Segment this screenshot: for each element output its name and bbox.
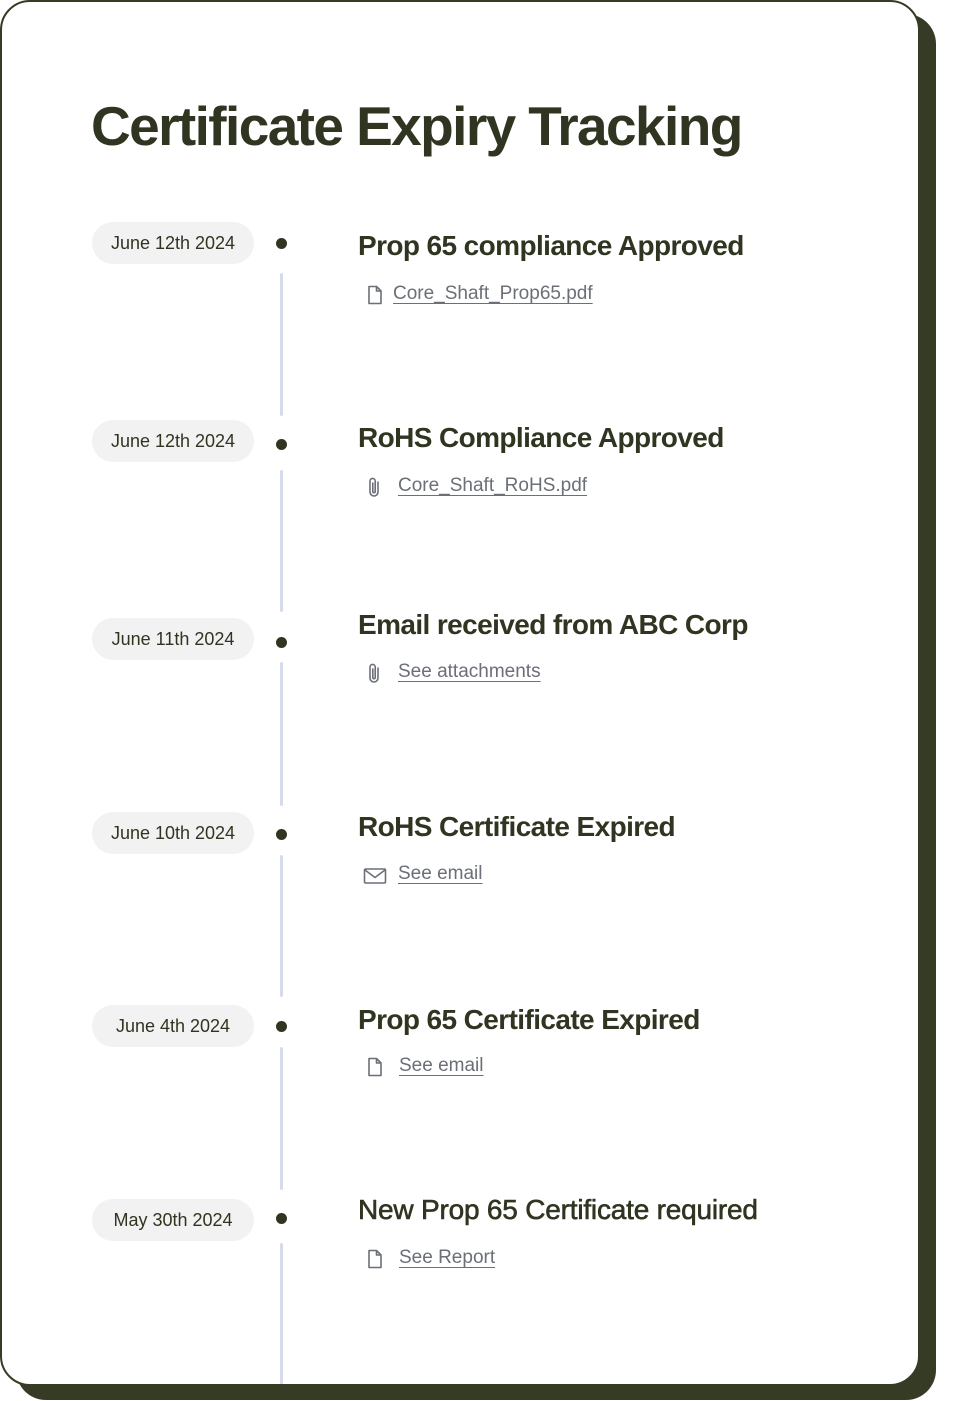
entry-title: Prop 65 Certificate Expired bbox=[358, 1004, 700, 1035]
timeline-dot bbox=[276, 637, 287, 648]
entry-title: Prop 65 compliance Approved bbox=[358, 230, 744, 261]
file-icon bbox=[362, 283, 388, 307]
date-pill: June 11th 2024 bbox=[92, 618, 254, 660]
timeline-rail bbox=[280, 1047, 283, 1190]
timeline-dot bbox=[276, 829, 287, 840]
timeline-rail bbox=[280, 855, 283, 997]
timeline-dot bbox=[276, 1021, 287, 1032]
date-pill: June 10th 2024 bbox=[92, 812, 254, 854]
date-pill: June 4th 2024 bbox=[92, 1005, 254, 1047]
attachment-link-label[interactable]: See Report bbox=[399, 1247, 496, 1268]
date-pill: May 30th 2024 bbox=[92, 1199, 254, 1241]
attachment-link-label[interactable]: Core_Shaft_RoHS.pdf bbox=[398, 475, 588, 496]
paperclip-icon bbox=[362, 661, 388, 685]
page-title: Certificate Expiry Tracking bbox=[91, 95, 743, 157]
entry-title: Email received from ABC Corp bbox=[358, 609, 748, 640]
timeline-dot bbox=[276, 238, 287, 249]
entry-title: RoHS Compliance Approved bbox=[358, 422, 724, 453]
attachment-link-label[interactable]: See email bbox=[399, 1055, 484, 1076]
paperclip-icon bbox=[362, 475, 388, 499]
timeline-dot bbox=[276, 439, 287, 450]
timeline-rail bbox=[280, 1243, 283, 1384]
attachment-link-label[interactable]: See email bbox=[398, 863, 483, 884]
date-pill: June 12th 2024 bbox=[92, 222, 254, 264]
timeline-dot bbox=[276, 1213, 287, 1224]
envelope-icon bbox=[362, 863, 388, 887]
file-icon bbox=[362, 1055, 388, 1079]
timeline-rail bbox=[280, 470, 283, 612]
attachment-link-label[interactable]: See attachments bbox=[398, 661, 541, 682]
file-icon bbox=[362, 1247, 388, 1271]
timeline-card: Certificate Expiry Tracking June 12th 20… bbox=[0, 0, 920, 1386]
entry-title: RoHS Certificate Expired bbox=[358, 811, 676, 842]
date-pill: June 12th 2024 bbox=[92, 420, 254, 462]
timeline-rail bbox=[280, 662, 283, 806]
attachment-link-label[interactable]: Core_Shaft_Prop65.pdf bbox=[393, 283, 593, 304]
timeline-rail bbox=[280, 273, 283, 416]
entry-title: New Prop 65 Certificate required bbox=[358, 1194, 759, 1226]
